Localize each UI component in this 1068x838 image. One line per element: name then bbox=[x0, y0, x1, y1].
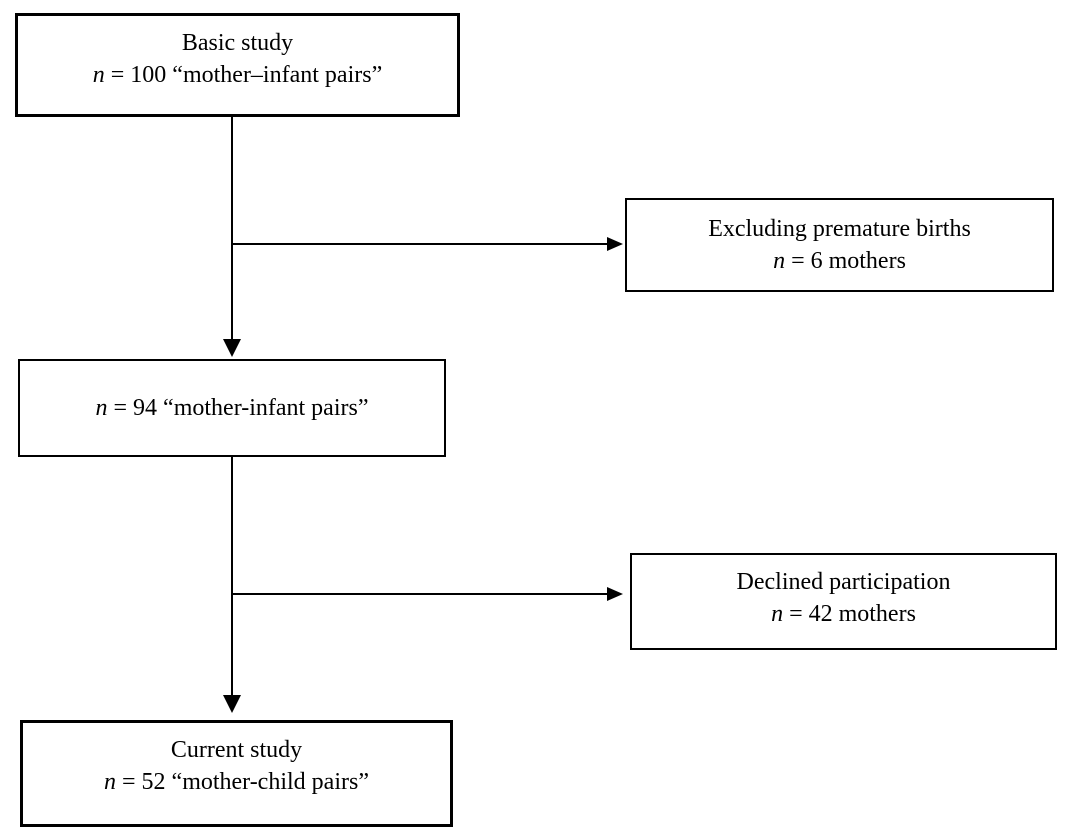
n-value: = 94 “mother-infant pairs” bbox=[107, 395, 369, 421]
n-value: = 100 “mother–infant pairs” bbox=[104, 62, 383, 88]
box-current-study-title: Current study bbox=[170, 737, 303, 763]
n-symbol: n bbox=[771, 600, 784, 627]
arrowhead-right-icon bbox=[607, 587, 623, 601]
box-eligible: n = 94 “mother-infant pairs” bbox=[18, 359, 446, 457]
n-symbol: n bbox=[773, 248, 786, 274]
box-declined-title: Declined participation bbox=[736, 568, 951, 595]
box-excluded-premature: Excluding premature births n = 6 mothers bbox=[625, 198, 1054, 292]
arrow-basic-to-eligible bbox=[223, 117, 241, 357]
box-declined: Declined participation n = 42 mothers bbox=[630, 553, 1057, 650]
n-value: = 42 mothers bbox=[783, 600, 916, 627]
box-basic-study-title: Basic study bbox=[181, 30, 294, 56]
box-basic-study: Basic study n = 100 “mother–infant pairs… bbox=[15, 13, 460, 117]
n-symbol: n bbox=[92, 62, 105, 88]
box-current-study: Current study n = 52 “mother-child pairs… bbox=[20, 720, 453, 827]
n-value: = 6 mothers bbox=[785, 248, 906, 274]
arrow-eligible-to-current bbox=[223, 457, 241, 713]
box-eligible-count: n = 94 “mother-infant pairs” bbox=[20, 392, 444, 424]
arrowhead-right-icon bbox=[607, 237, 623, 251]
n-symbol: n bbox=[95, 395, 108, 421]
box-excluded-premature-title: Excluding premature births bbox=[708, 216, 971, 242]
arrowhead-down-icon bbox=[223, 339, 241, 357]
n-value: = 52 “mother-child pairs” bbox=[116, 769, 369, 795]
box-current-study-count: n = 52 “mother-child pairs” bbox=[23, 766, 450, 798]
box-excluded-premature-count: n = 6 mothers bbox=[627, 245, 1052, 277]
arrow-to-declined bbox=[232, 587, 623, 601]
box-declined-count: n = 42 mothers bbox=[632, 598, 1055, 630]
box-basic-study-count: n = 100 “mother–infant pairs” bbox=[18, 59, 457, 91]
arrowhead-down-icon bbox=[223, 695, 241, 713]
arrow-to-excluded-premature bbox=[232, 237, 623, 251]
n-symbol: n bbox=[104, 769, 116, 795]
